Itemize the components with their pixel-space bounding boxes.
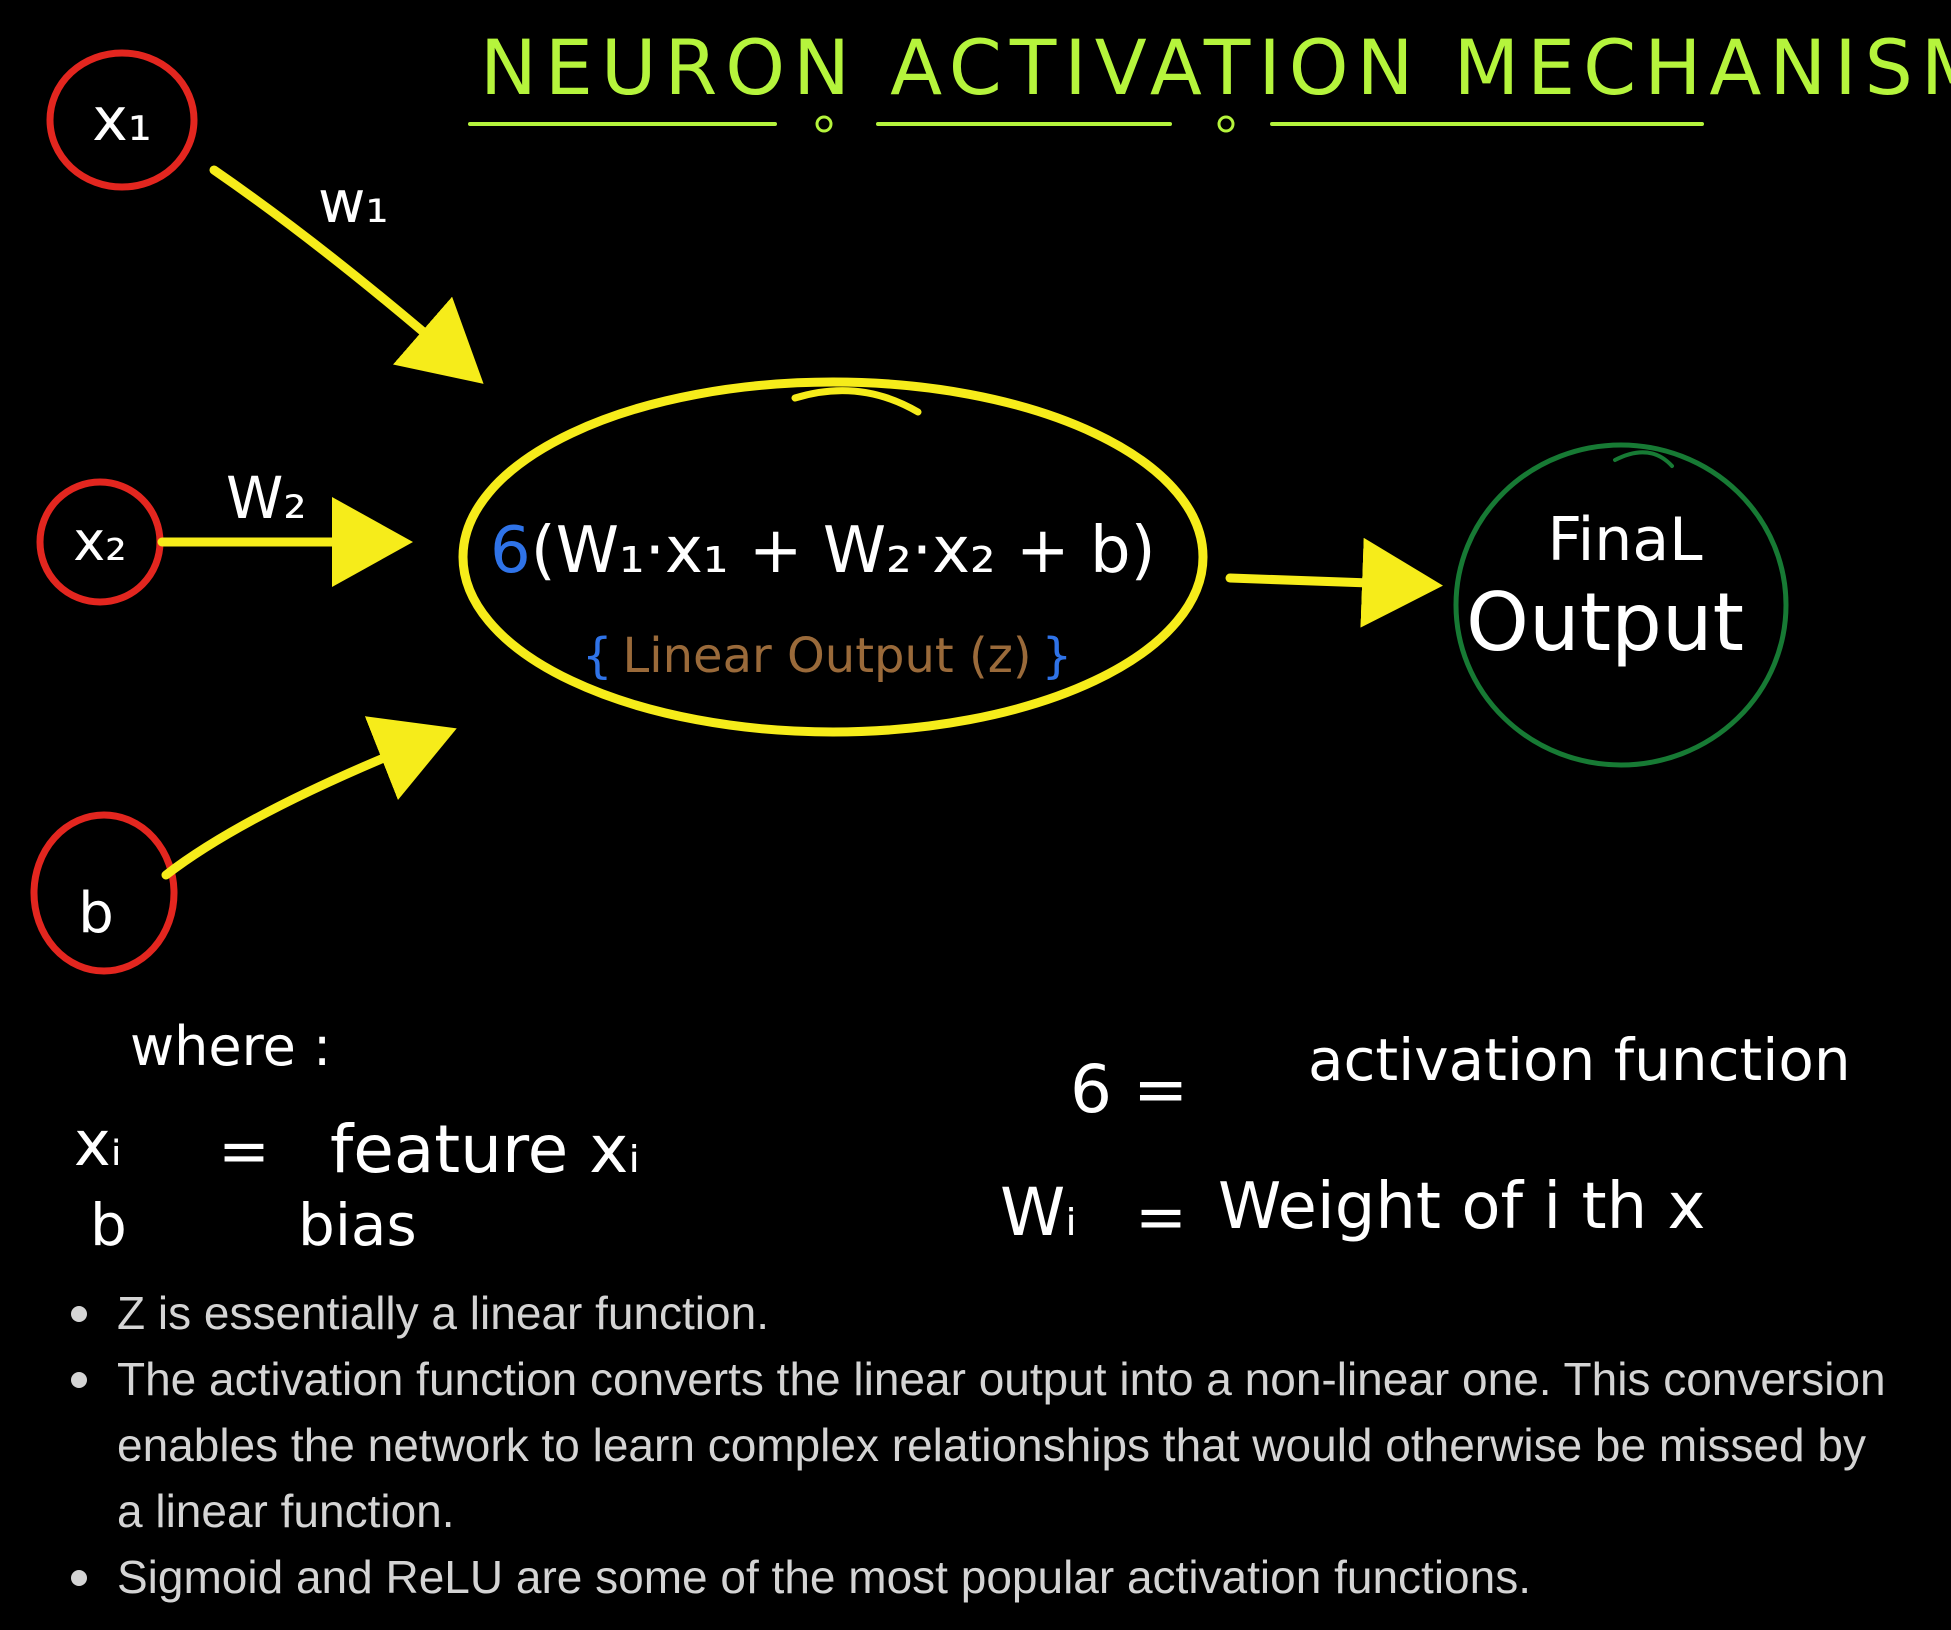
legend-x-eq: = [218,1114,270,1187]
formula-expression: (W₁·x₁ + W₂·x₂ + b) [531,514,1156,588]
title-dot-2 [1217,115,1235,133]
input-label-x1: x₁ [92,85,152,155]
legend-sigma-definition: activation function [1308,1026,1851,1094]
sigma-symbol: 6 [490,514,531,588]
where-label: where : [130,1015,331,1078]
legend-x-definition: feature xᵢ [330,1111,640,1188]
arrow-b-to-neuron [161,716,457,880]
output-label-line2: Output [1466,576,1744,669]
weight-label-w2: W₂ [226,464,307,532]
neuron-node: 6(W₁·x₁ + W₂·x₂ + b) {Linear Output (z)} [458,377,1208,737]
legend-w-eq: = [1135,1180,1187,1253]
legend-b-term: b [90,1191,127,1259]
input-node-x1: x₁ [46,49,198,191]
arrow-x1-to-neuron [209,165,484,384]
weight-label-w1: w₁ [318,168,389,236]
linear-brace-close: } [1042,628,1073,684]
diagram-title: NEURON ACTIVATION MECHANISM [480,23,1951,112]
note-item: Z is essentially a linear function. [66,1280,1886,1346]
output-label-line1: FinaL [1547,505,1703,575]
note-item: The activation function converts the lin… [66,1346,1886,1544]
legend-sigma-term: 6 = [1070,1051,1188,1128]
neuron-formula: 6(W₁·x₁ + W₂·x₂ + b) [490,514,1156,588]
input-node-b: b [30,811,178,975]
linear-output-annotation: {Linear Output (z)} [582,628,1072,684]
linear-output-label: Linear Output (z) [623,628,1032,684]
legend-b-definition: bias [298,1191,417,1259]
arrow-neuron-to-output [1225,537,1443,628]
input-node-x2: x₂ [36,478,164,606]
legend-w-definition: Weight of i th x [1218,1170,1705,1244]
title-dot-1 [815,115,833,133]
input-label-b: b [78,881,114,946]
note-item: Sigmoid and ReLU are some of the most po… [66,1544,1886,1610]
legend-x-term: xᵢ [74,1107,122,1180]
input-label-x2: x₂ [73,510,127,573]
output-node: FinaL Output [1453,442,1789,768]
notes-list: Z is essentially a linear function. The … [66,1280,1886,1610]
linear-brace-open: { [582,628,613,684]
legend-w-term: Wᵢ [1000,1174,1077,1251]
